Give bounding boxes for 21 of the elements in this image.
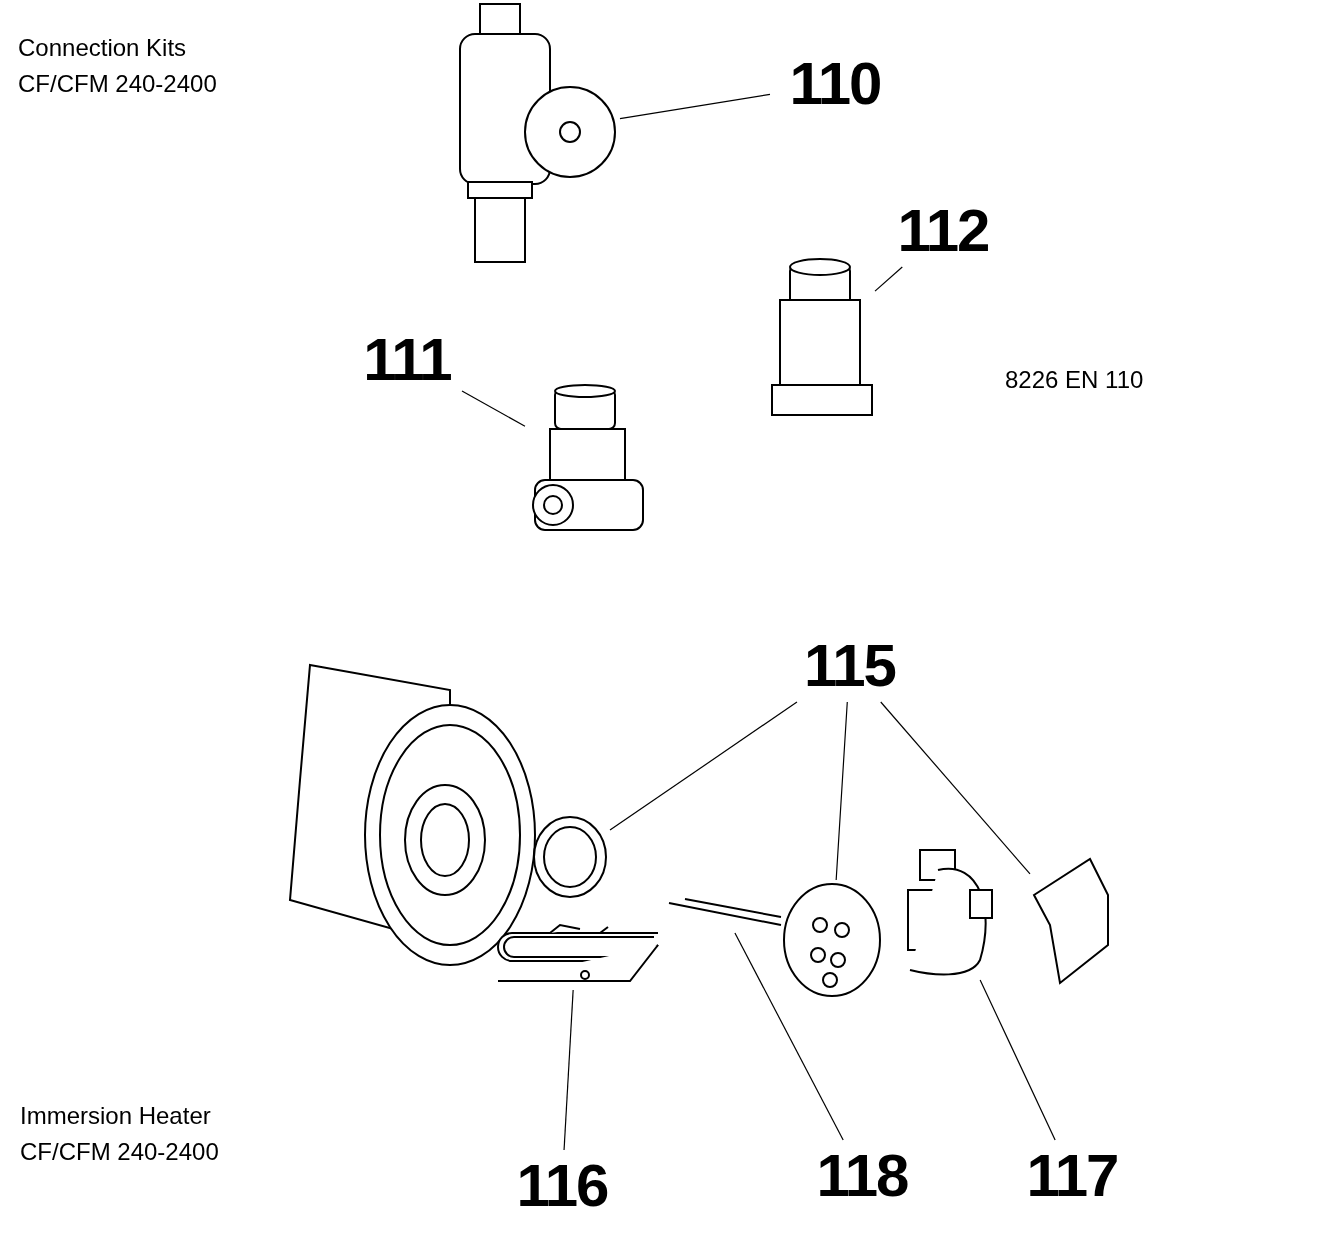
leader-line [880, 701, 1031, 875]
leader-line [563, 989, 574, 1151]
leader-line [874, 266, 903, 292]
caption-text: Immersion Heater CF/CFM 240-2400 [20, 1101, 220, 1167]
gasket-drawing [530, 815, 610, 900]
leader-line [619, 93, 771, 120]
caption-text: Connection Kits CF/CFM 240-2400 [18, 33, 218, 99]
callout-number: 116 [497, 1150, 627, 1222]
callout-number: 111 [352, 325, 462, 395]
callout-number: 115 [782, 630, 917, 702]
leader-line [734, 932, 844, 1141]
callout-number: 118 [797, 1140, 927, 1212]
callout-number: 112 [882, 195, 1004, 267]
leader-line [979, 979, 1056, 1141]
leader-line [461, 390, 526, 427]
callout-number: 117 [1007, 1140, 1137, 1212]
callout-number: 110 [770, 48, 900, 120]
cover-plate-drawing [1030, 855, 1110, 985]
caption-text: 8226 EN 110 [1005, 365, 1145, 395]
leader-line [835, 701, 848, 881]
leader-line [609, 701, 798, 831]
